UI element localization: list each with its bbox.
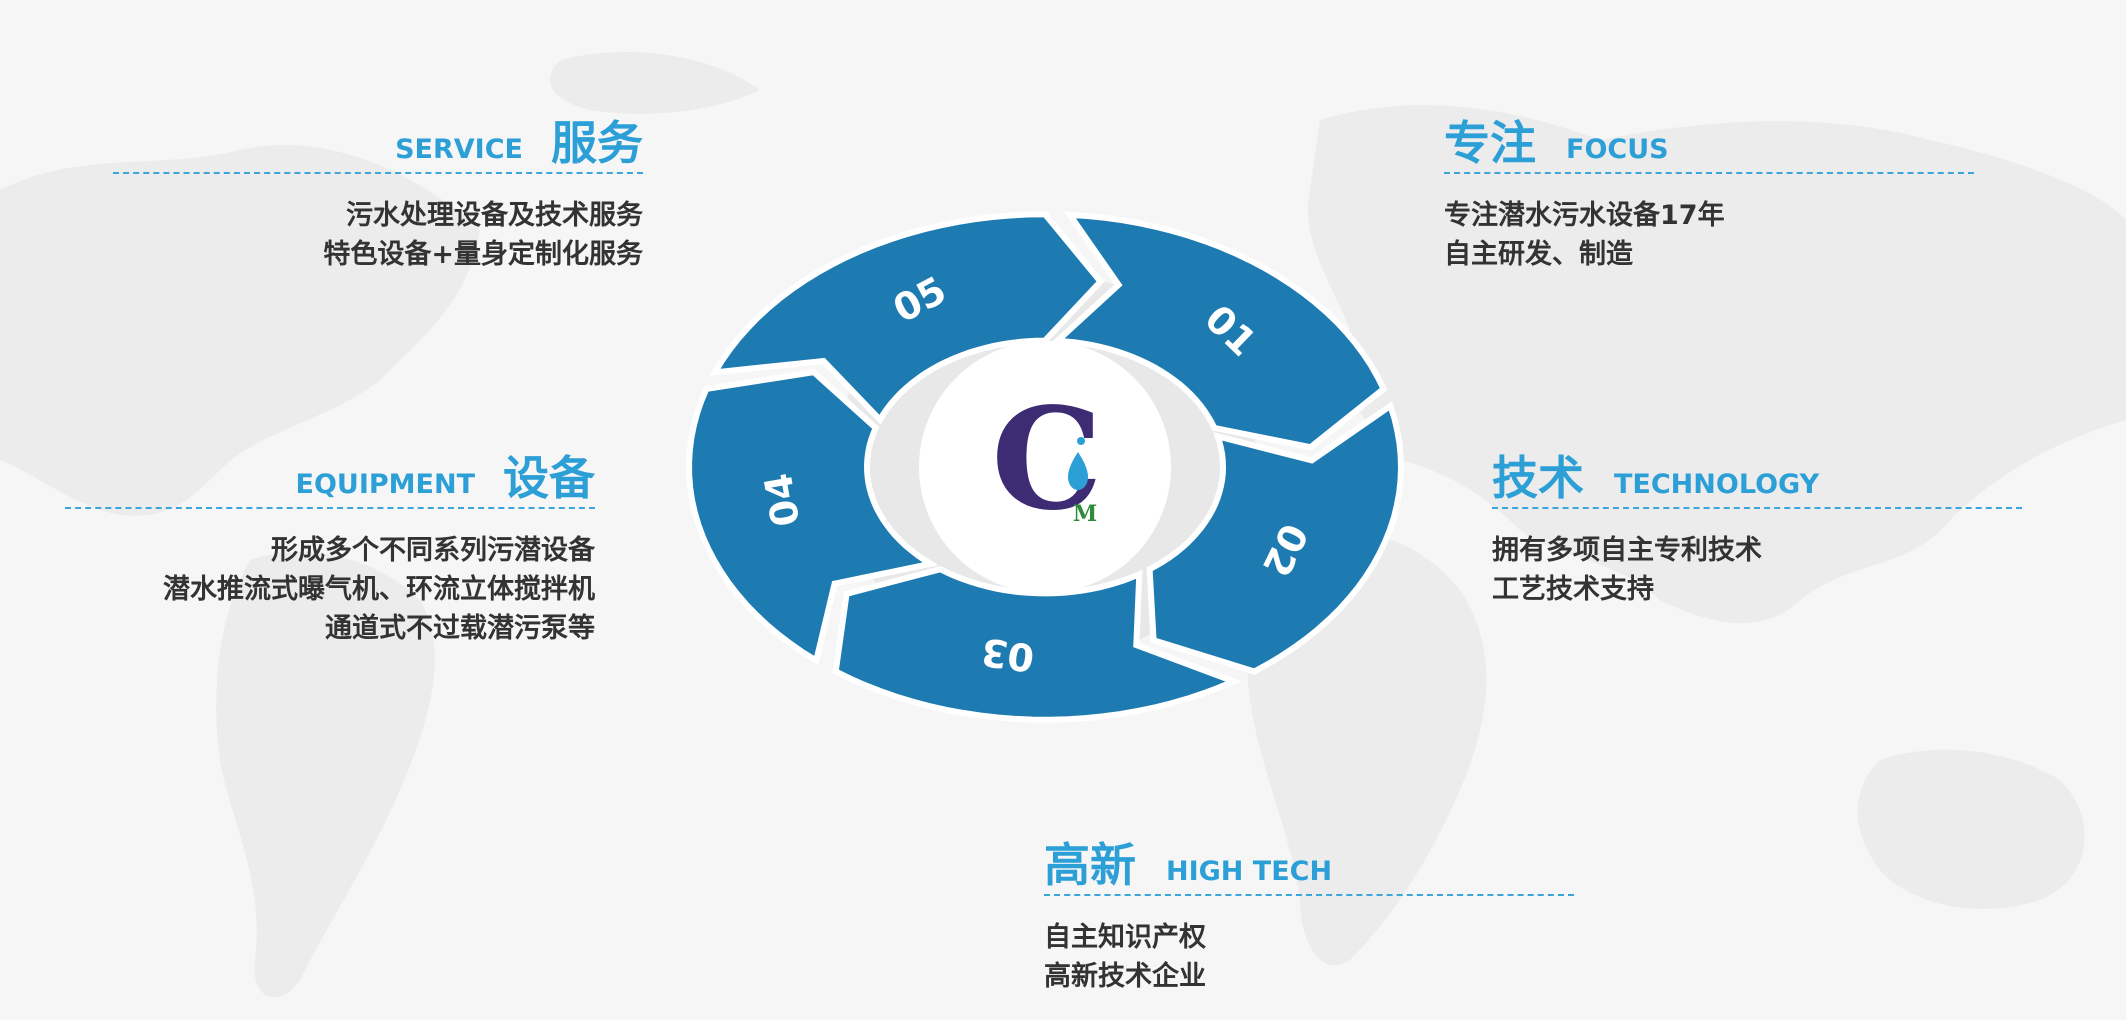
focus-title-en: FOCUS <box>1566 134 1669 165</box>
small-drop-icon <box>1077 437 1085 445</box>
wheel-segment-03 <box>832 566 1242 723</box>
service-description: 污水处理设备及技术服务 特色设备+量身定制化服务 <box>113 196 643 274</box>
logo-sub-letter: M <box>1073 501 1097 527</box>
equipment-line: 形成多个不同系列污潜设备 <box>271 535 595 566</box>
service-title-cn: 服务 <box>551 116 643 170</box>
focus-line: 专注潜水污水设备17年 <box>1444 200 1725 231</box>
service-heading: SERVICE 服务 <box>113 100 643 174</box>
technology-heading: 技术 TECHNOLOGY <box>1492 435 2022 509</box>
logo-letter: C <box>991 378 1102 542</box>
service-section: SERVICE 服务 污水处理设备及技术服务 特色设备+量身定制化服务 <box>113 100 643 274</box>
technology-title-en: TECHNOLOGY <box>1614 469 1820 500</box>
company-logo: C M <box>991 378 1102 542</box>
equipment-title-cn: 设备 <box>503 451 595 505</box>
hightech-heading: 高新 HIGH TECH <box>1044 822 1574 896</box>
equipment-section: EQUIPMENT 设备 形成多个不同系列污潜设备 潜水推流式曝气机、环流立体搅… <box>65 435 595 648</box>
hightech-line: 高新技术企业 <box>1044 961 1206 992</box>
water-drop-icon <box>1068 452 1088 490</box>
equipment-line: 通道式不过载潜污泵等 <box>325 613 595 644</box>
technology-title-cn: 技术 <box>1492 451 1584 505</box>
hightech-title-en: HIGH TECH <box>1166 856 1333 887</box>
wheel-segment-05 <box>709 211 1105 425</box>
equipment-title-en: EQUIPMENT <box>295 469 475 500</box>
equipment-heading: EQUIPMENT 设备 <box>65 435 595 509</box>
technology-section: 技术 TECHNOLOGY 拥有多项自主专利技术 工艺技术支持 <box>1492 435 2022 609</box>
wheel-segment-02 <box>1146 401 1405 675</box>
focus-section: 专注 FOCUS 专注潜水污水设备17年 自主研发、制造 <box>1444 100 1974 274</box>
service-line: 特色设备+量身定制化服务 <box>323 239 643 270</box>
equipment-line: 潜水推流式曝气机、环流立体搅拌机 <box>163 574 595 605</box>
focus-line: 自主研发、制造 <box>1444 239 1633 270</box>
hightech-description: 自主知识产权 高新技术企业 <box>1044 918 1574 996</box>
wheel-segment-label: 03 <box>979 629 1037 680</box>
wheel-segment-04 <box>686 369 939 666</box>
wheel-segment-01 <box>1050 211 1388 451</box>
logo-circle <box>919 341 1171 593</box>
hightech-line: 自主知识产权 <box>1044 922 1206 953</box>
hightech-title-cn: 高新 <box>1044 838 1136 892</box>
hightech-section: 高新 HIGH TECH 自主知识产权 高新技术企业 <box>1044 822 1574 996</box>
focus-title-cn: 专注 <box>1444 116 1536 170</box>
technology-line: 拥有多项自主专利技术 <box>1492 535 1762 566</box>
technology-line: 工艺技术支持 <box>1492 574 1654 605</box>
focus-heading: 专注 FOCUS <box>1444 100 1974 174</box>
service-title-en: SERVICE <box>395 134 523 165</box>
equipment-description: 形成多个不同系列污潜设备 潜水推流式曝气机、环流立体搅拌机 通道式不过载潜污泵等 <box>65 531 595 648</box>
technology-description: 拥有多项自主专利技术 工艺技术支持 <box>1492 531 2022 609</box>
service-line: 污水处理设备及技术服务 <box>346 200 643 231</box>
wheel-segment-label: 04 <box>756 470 809 530</box>
focus-description: 专注潜水污水设备17年 自主研发、制造 <box>1444 196 1974 274</box>
